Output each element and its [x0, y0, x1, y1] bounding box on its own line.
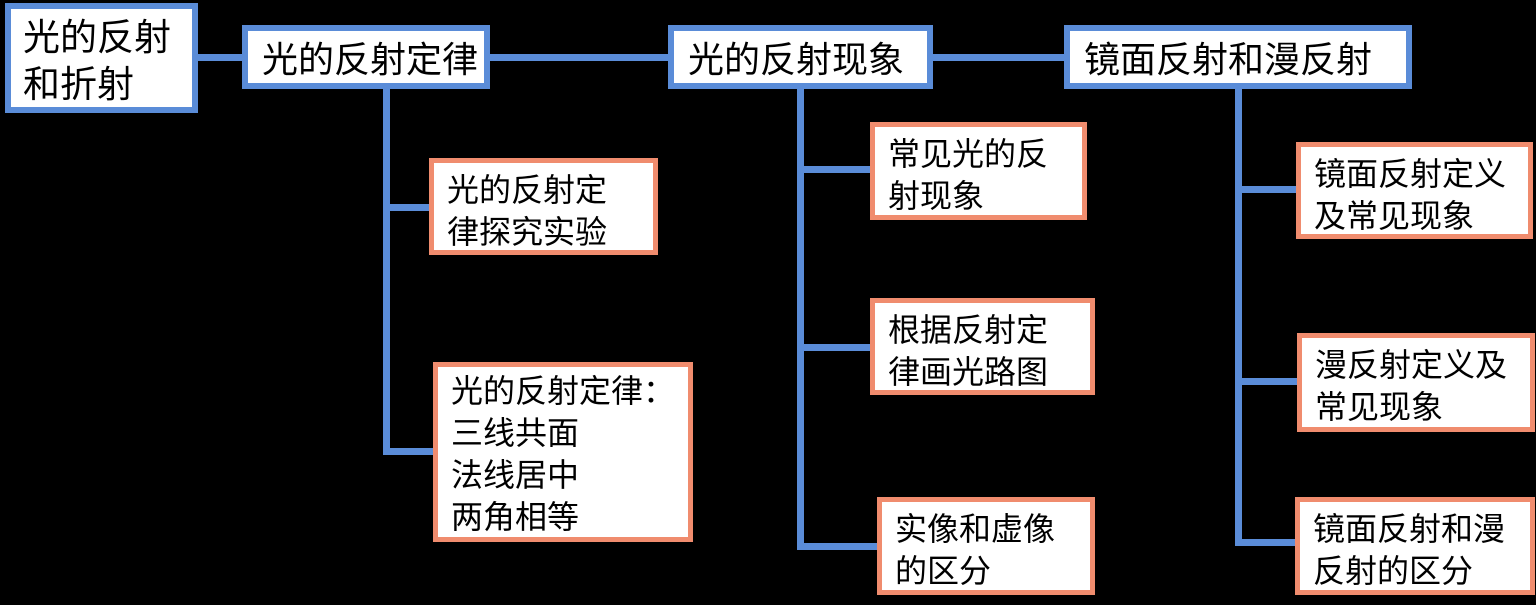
leaf-law-content: 光的反射定律： 三线共面 法线居中 两角相等: [433, 362, 693, 542]
leaf-diffuse-reflection-definition: 漫反射定义及 常见现象: [1297, 333, 1535, 432]
connector-phenomena-to-specular-diffuse: [933, 54, 1064, 61]
branch-to-common-phenomena: [797, 166, 870, 173]
leaf-law-exploration-experiment: 光的反射定 律探究实验: [429, 158, 658, 255]
node-reflection-phenomena: 光的反射现象: [668, 25, 933, 89]
stem-specular-diffuse: [1235, 89, 1242, 546]
connector-root-to-reflection-law: [198, 54, 242, 61]
leaf-specular-reflection-definition: 镜面反射定义 及常见现象: [1296, 142, 1533, 239]
branch-to-light-path-diagram: [797, 344, 870, 351]
stem-reflection-law: [383, 89, 390, 455]
node-reflection-law: 光的反射定律: [242, 25, 490, 89]
stem-reflection-phenomena: [797, 89, 804, 550]
leaf-real-virtual-image-distinction: 实像和虚像 的区分: [877, 497, 1095, 595]
leaf-common-reflection-phenomena: 常见光的反 射现象: [870, 122, 1087, 220]
branch-to-law-experiment: [383, 204, 429, 211]
branch-to-specular-definition: [1235, 186, 1296, 193]
leaf-light-path-diagram: 根据反射定 律画光路图: [870, 298, 1095, 395]
branch-to-real-virtual-image: [797, 543, 877, 550]
branch-to-law-content: [383, 448, 433, 455]
branch-to-specular-diffuse-distinction: [1235, 539, 1295, 546]
node-root-light-reflection-refraction: 光的反射 和折射: [5, 3, 198, 113]
connector-reflection-law-to-phenomena: [490, 54, 668, 61]
branch-to-diffuse-definition: [1235, 378, 1297, 385]
node-specular-diffuse-reflection: 镜面反射和漫反射: [1064, 25, 1412, 89]
leaf-specular-diffuse-distinction: 镜面反射和漫 反射的区分: [1295, 497, 1535, 595]
